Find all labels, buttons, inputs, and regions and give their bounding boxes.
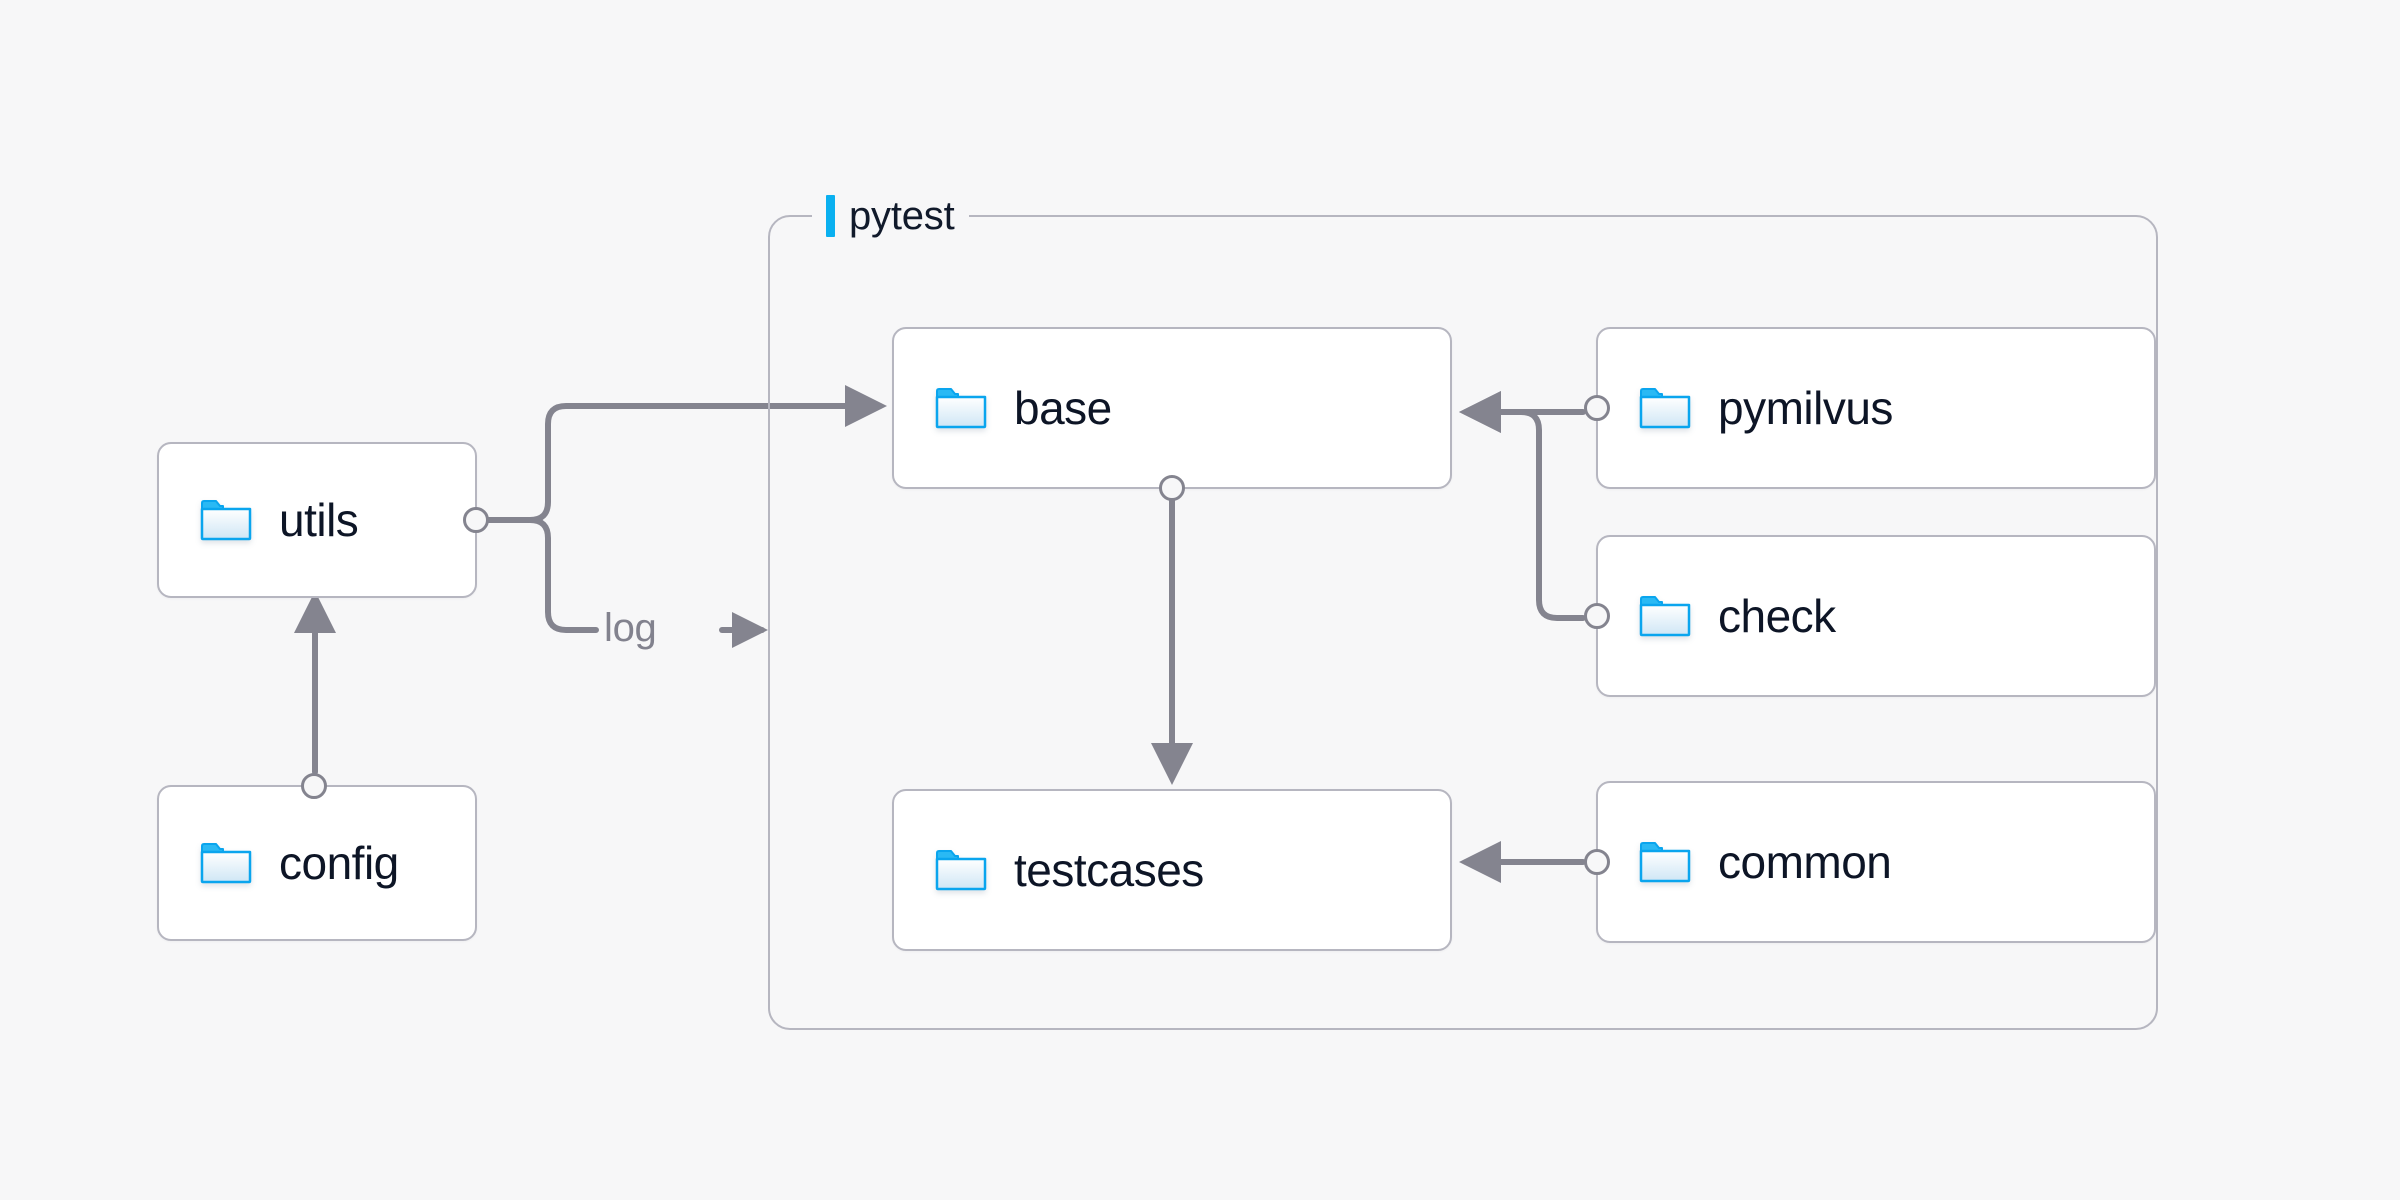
port-check-left[interactable] [1584,603,1610,629]
folder-icon [935,388,987,429]
node-utils[interactable]: utils [157,442,489,598]
node-config[interactable]: config [157,773,477,941]
node-config-label: config [279,837,399,889]
folder-icon [1639,596,1691,637]
node-base-content: base [894,385,1112,431]
node-check-content: check [1598,593,1836,639]
node-base[interactable]: base [892,327,1452,501]
node-base-label: base [1014,382,1112,434]
node-utils-content: utils [159,494,359,546]
node-testcases-content: testcases [894,847,1204,893]
port-config-top[interactable] [300,773,327,799]
node-pymilvus-label: pymilvus [1718,382,1893,434]
node-utils-label: utils [279,494,359,546]
node-pymilvus-content: pymilvus [1598,385,1893,431]
port-base-bottom[interactable] [1159,475,1185,501]
pytest-group-label-wrap: pytest [812,193,969,239]
node-common[interactable]: common [1584,781,2156,943]
folder-icon [935,850,987,891]
pytest-group-container[interactable] [768,215,2158,1030]
port-utils-right[interactable] [463,507,489,533]
node-testcases-label: testcases [1014,844,1204,896]
port-pymilvus-left[interactable] [1584,395,1610,421]
node-check[interactable]: check [1584,535,2156,697]
edge-label-log: log [604,606,657,650]
group-title: pytest [849,194,955,238]
node-common-label: common [1718,836,1892,888]
group-accent-bar [826,195,835,237]
node-testcases[interactable]: testcases [892,789,1452,951]
node-check-label: check [1718,590,1836,642]
node-config-content: config [159,840,399,886]
node-common-content: common [1598,836,1892,888]
port-common-left[interactable] [1584,849,1610,875]
node-pymilvus[interactable]: pymilvus [1584,327,2156,489]
edge-utils-to-log [527,517,599,633]
folder-icon [200,843,252,884]
folder-icon [1639,388,1691,429]
folder-icon [200,500,252,541]
folder-icon [1639,842,1691,883]
